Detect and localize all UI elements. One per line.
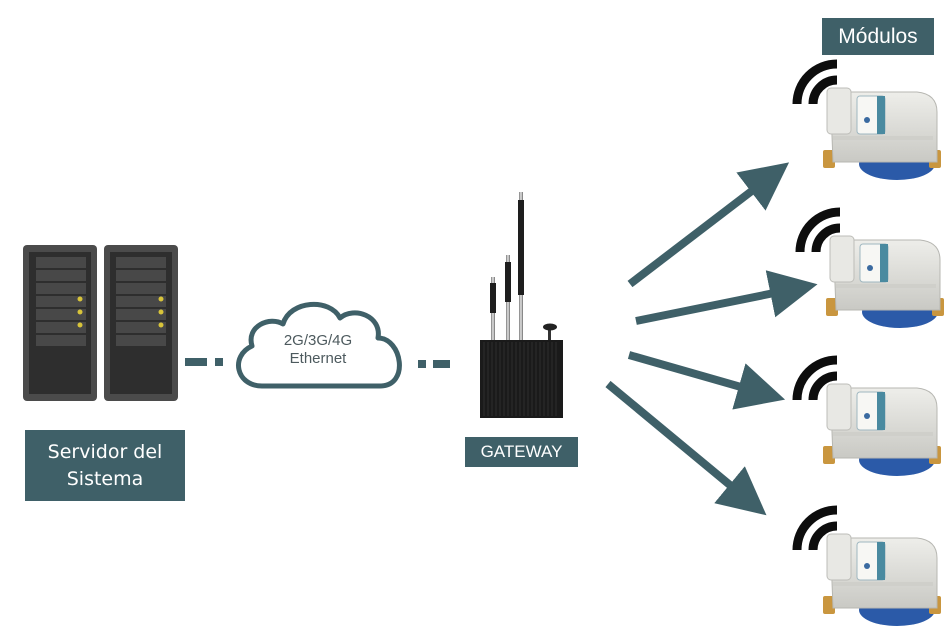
module-2	[800, 212, 944, 328]
water-meter-icon	[797, 510, 941, 626]
led	[77, 309, 83, 315]
arrows	[605, 162, 818, 516]
gateway-antenna-icon	[480, 192, 563, 418]
cloud-label-line2: Ethernet	[289, 350, 347, 367]
cloud-label-line1: 2G/3G/4G	[283, 332, 353, 349]
cloud-label: 2G/3G/4G Ethernet	[258, 332, 378, 368]
dashed-link-server-cloud	[185, 358, 223, 366]
server-label: Servidor del Sistema	[25, 430, 185, 501]
arrow-to-module-1	[627, 162, 790, 288]
led	[77, 322, 83, 328]
arrow-to-module-4	[605, 380, 767, 516]
water-meter-icon	[797, 360, 941, 476]
gateway-label: GATEWAY	[465, 437, 578, 467]
cloud-icon	[236, 302, 402, 389]
led	[158, 309, 164, 315]
modules-label: Módulos	[822, 18, 934, 55]
server-left	[23, 245, 97, 401]
water-meter-icon	[800, 212, 944, 328]
module-4	[797, 510, 941, 626]
dashed-link-cloud-gateway	[418, 360, 450, 368]
arrow-to-module-2	[635, 270, 818, 325]
arrow-to-module-3	[627, 351, 786, 410]
led	[158, 322, 164, 328]
server-right	[104, 245, 178, 401]
water-meter-icon	[797, 64, 941, 180]
server-rack-icon	[23, 245, 178, 401]
led	[158, 296, 164, 302]
module-3	[797, 360, 941, 476]
led	[77, 296, 83, 302]
module-1	[797, 64, 941, 180]
